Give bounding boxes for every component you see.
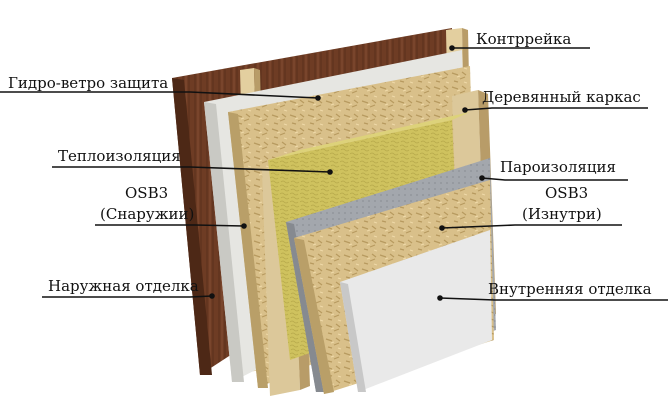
label-counter-batten: Контррейка [476,30,571,48]
label-wind-water-barrier: Гидро-ветро защита [8,74,168,92]
labels: Контррейка Гидро-ветро защита Деревянный… [8,30,652,298]
label-osb-inside-line2: (Изнутри) [522,205,602,223]
label-exterior-finish: Наружная отделка [48,277,199,295]
leader-lines [0,45,668,301]
label-osb-inside-line1: OSB3 [545,184,588,202]
label-interior-finish: Внутренняя отделка [488,280,652,298]
interior-finish-layer [340,230,492,392]
label-vapor-barrier: Пароизоляция [500,158,616,176]
label-insulation: Теплоизоляция [58,147,181,165]
label-wooden-frame: Деревянный каркас [482,88,641,106]
label-osb-outside-line1: OSB3 [125,184,168,202]
label-osb-outside-line2: (Снаружии) [100,205,194,223]
